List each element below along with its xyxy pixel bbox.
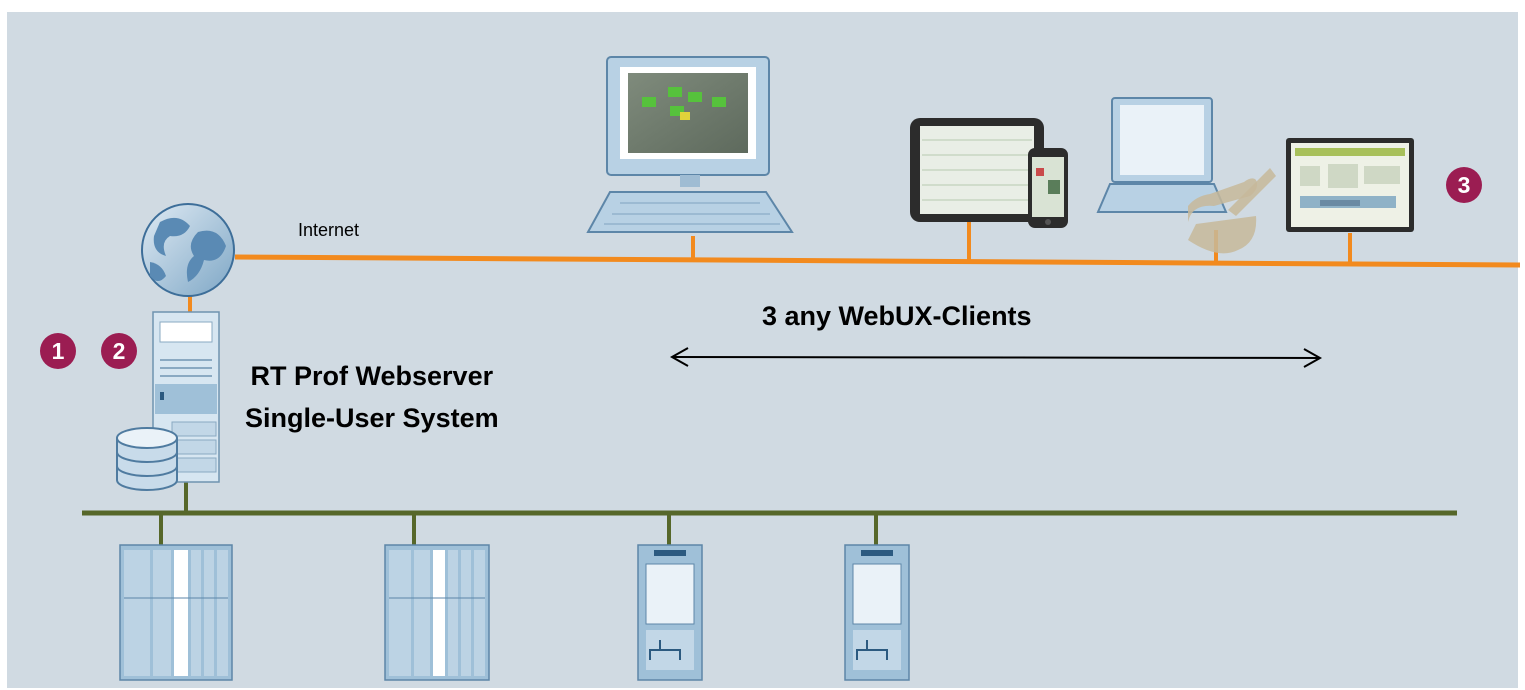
controller-1-icon	[637, 544, 703, 681]
tablet-icon	[910, 118, 1044, 222]
globe-icon	[141, 203, 235, 297]
server-label: RT Prof Webserver Single-User System	[245, 355, 499, 439]
plant-bus-line	[82, 481, 1457, 545]
desktop-pc-icon	[586, 56, 794, 233]
automation-rack-2-icon	[384, 544, 490, 681]
server-label-line1: RT Prof Webserver	[250, 361, 494, 391]
database-icon	[116, 427, 178, 491]
title-strip	[0, 0, 1525, 12]
laptop-icon	[1096, 97, 1228, 213]
smartphone-icon	[1028, 148, 1068, 228]
controller-2-icon	[844, 544, 910, 681]
internet-label: Internet	[298, 220, 360, 240]
clients-range-arrow	[669, 347, 1323, 368]
badge-3: 3	[1446, 167, 1482, 203]
badge-2: 2	[101, 333, 137, 369]
pointing-hand-icon	[1188, 168, 1276, 254]
internet-line	[188, 222, 1521, 312]
webserver-tower-icon	[152, 311, 220, 483]
touch-panel-icon	[1286, 138, 1414, 232]
automation-rack-1-icon	[119, 544, 233, 681]
clients-label: 3 any WebUX-Clients	[762, 301, 1032, 331]
server-label-line2: Single-User System	[245, 403, 499, 433]
badge-1: 1	[40, 333, 76, 369]
